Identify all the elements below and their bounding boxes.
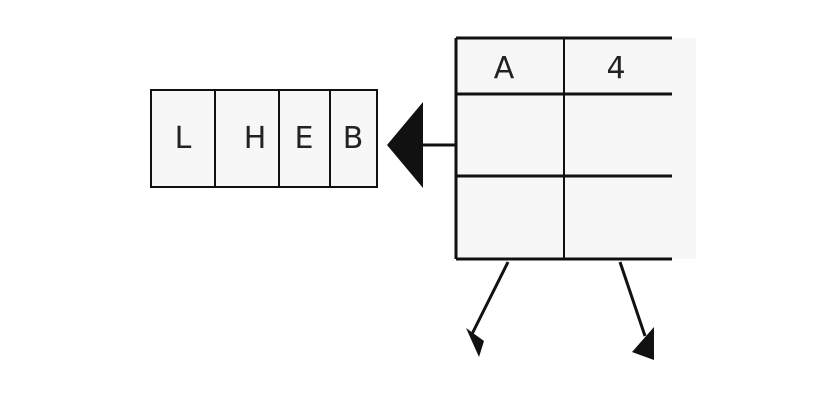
arrowhead-left-icon	[387, 102, 423, 188]
table-header-cell: A	[494, 51, 515, 86]
table-header-cell: 4	[606, 51, 625, 86]
left-array-frame	[150, 89, 378, 188]
left-array-cell: B	[343, 121, 364, 156]
down-right-connector	[618, 261, 647, 337]
down-arrows	[466, 261, 654, 360]
arrowhead-down-left-icon	[466, 328, 484, 357]
connector-left-arrow	[387, 102, 456, 188]
right-table: A 4	[454, 36, 696, 261]
left-array-cell: L	[175, 121, 192, 156]
left-array-cell: H	[244, 121, 267, 156]
right-table-bg	[456, 38, 696, 259]
down-left-connector	[469, 261, 510, 337]
left-array: L H E B	[150, 89, 378, 188]
left-array-cell: E	[295, 121, 314, 156]
arrowhead-down-right-icon	[632, 327, 654, 360]
